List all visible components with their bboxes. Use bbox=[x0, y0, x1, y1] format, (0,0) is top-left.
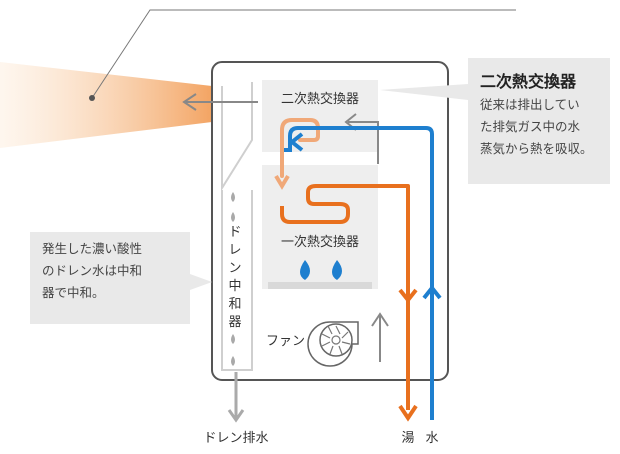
drain-outlet-label: ドレン排水 bbox=[203, 431, 268, 446]
callout-secondary-line: 従来は排出してい bbox=[480, 97, 580, 112]
hot-water-line bbox=[280, 184, 410, 410]
callout-secondary-title: 二次熱交換器 bbox=[480, 72, 577, 91]
drain-neutralizer-char: 器 bbox=[228, 315, 242, 330]
callout-secondary-body: 従来は排出してい た排気ガス中の水 蒸気から熱を吸収。 bbox=[480, 94, 604, 160]
hot-water-mid-arrowhead bbox=[398, 288, 418, 304]
hot-water-out-arrowhead bbox=[398, 404, 418, 422]
drain-outlet-arrowhead bbox=[227, 409, 245, 423]
callout-drain-body: 発生した濃い酸性 のドレン水は中和 器で中和。 bbox=[42, 238, 182, 304]
exhaust-plume bbox=[0, 62, 212, 148]
callout-secondary-line: た排気ガス中の水 bbox=[480, 119, 581, 134]
callout-secondary-exchanger: 二次熱交換器 従来は排出してい た排気ガス中の水 蒸気から熱を吸収。 bbox=[468, 58, 610, 184]
primary-exchanger-label: 一次熱交換器 bbox=[281, 234, 359, 250]
drain-neutralizer-char: ド bbox=[228, 225, 242, 240]
fan bbox=[307, 321, 359, 367]
exhaust-pointer-line bbox=[91, 9, 516, 99]
cold-water-in-arrowhead bbox=[422, 284, 442, 300]
burner-plate bbox=[268, 282, 372, 289]
callout-secondary-line: 蒸気から熱を吸収。 bbox=[480, 141, 593, 156]
fan-label: ファン bbox=[266, 334, 305, 349]
callout-drain-neutralizer: 発生した濃い酸性 のドレン水は中和 器で中和。 bbox=[30, 232, 190, 324]
flue-gas-arrow bbox=[348, 121, 379, 164]
callout-drain-pointer bbox=[190, 274, 212, 290]
drain-neutralizer-char: 和 bbox=[228, 297, 242, 312]
cold-water-line bbox=[288, 126, 434, 420]
cold-water-turn-arrowhead bbox=[288, 132, 304, 152]
water-label: 水 bbox=[425, 431, 438, 446]
drain-droplets bbox=[231, 192, 235, 366]
drain-channel bbox=[221, 190, 253, 371]
secondary-exchanger-label: 二次熱交換器 bbox=[281, 91, 359, 107]
drain-neutralizer-char: 中 bbox=[228, 279, 242, 294]
exhaust-out-arrowhead bbox=[182, 93, 197, 111]
drain-neutralizer-label: ド レ ン 中 和 器 bbox=[226, 224, 244, 332]
secondary-exchanger-panel bbox=[262, 80, 378, 152]
callout-secondary-pointer bbox=[380, 84, 468, 100]
callout-drain-line: のドレン水は中和 bbox=[42, 263, 143, 278]
air-intake-arrowhead bbox=[371, 312, 389, 327]
callout-drain-line: 器で中和。 bbox=[42, 285, 105, 300]
callout-drain-line: 発生した濃い酸性 bbox=[42, 241, 143, 256]
drain-neutralizer-char: ン bbox=[228, 261, 242, 276]
drain-channel-upper bbox=[221, 82, 253, 192]
drain-neutralizer-char: レ bbox=[228, 243, 242, 258]
exhaust-pointer-dot bbox=[89, 95, 95, 101]
preheated-water-arrowhead bbox=[274, 174, 290, 190]
preheated-water-loop bbox=[280, 118, 320, 178]
hot-water-label: 湯 bbox=[401, 431, 414, 446]
burner-flames bbox=[300, 260, 342, 280]
